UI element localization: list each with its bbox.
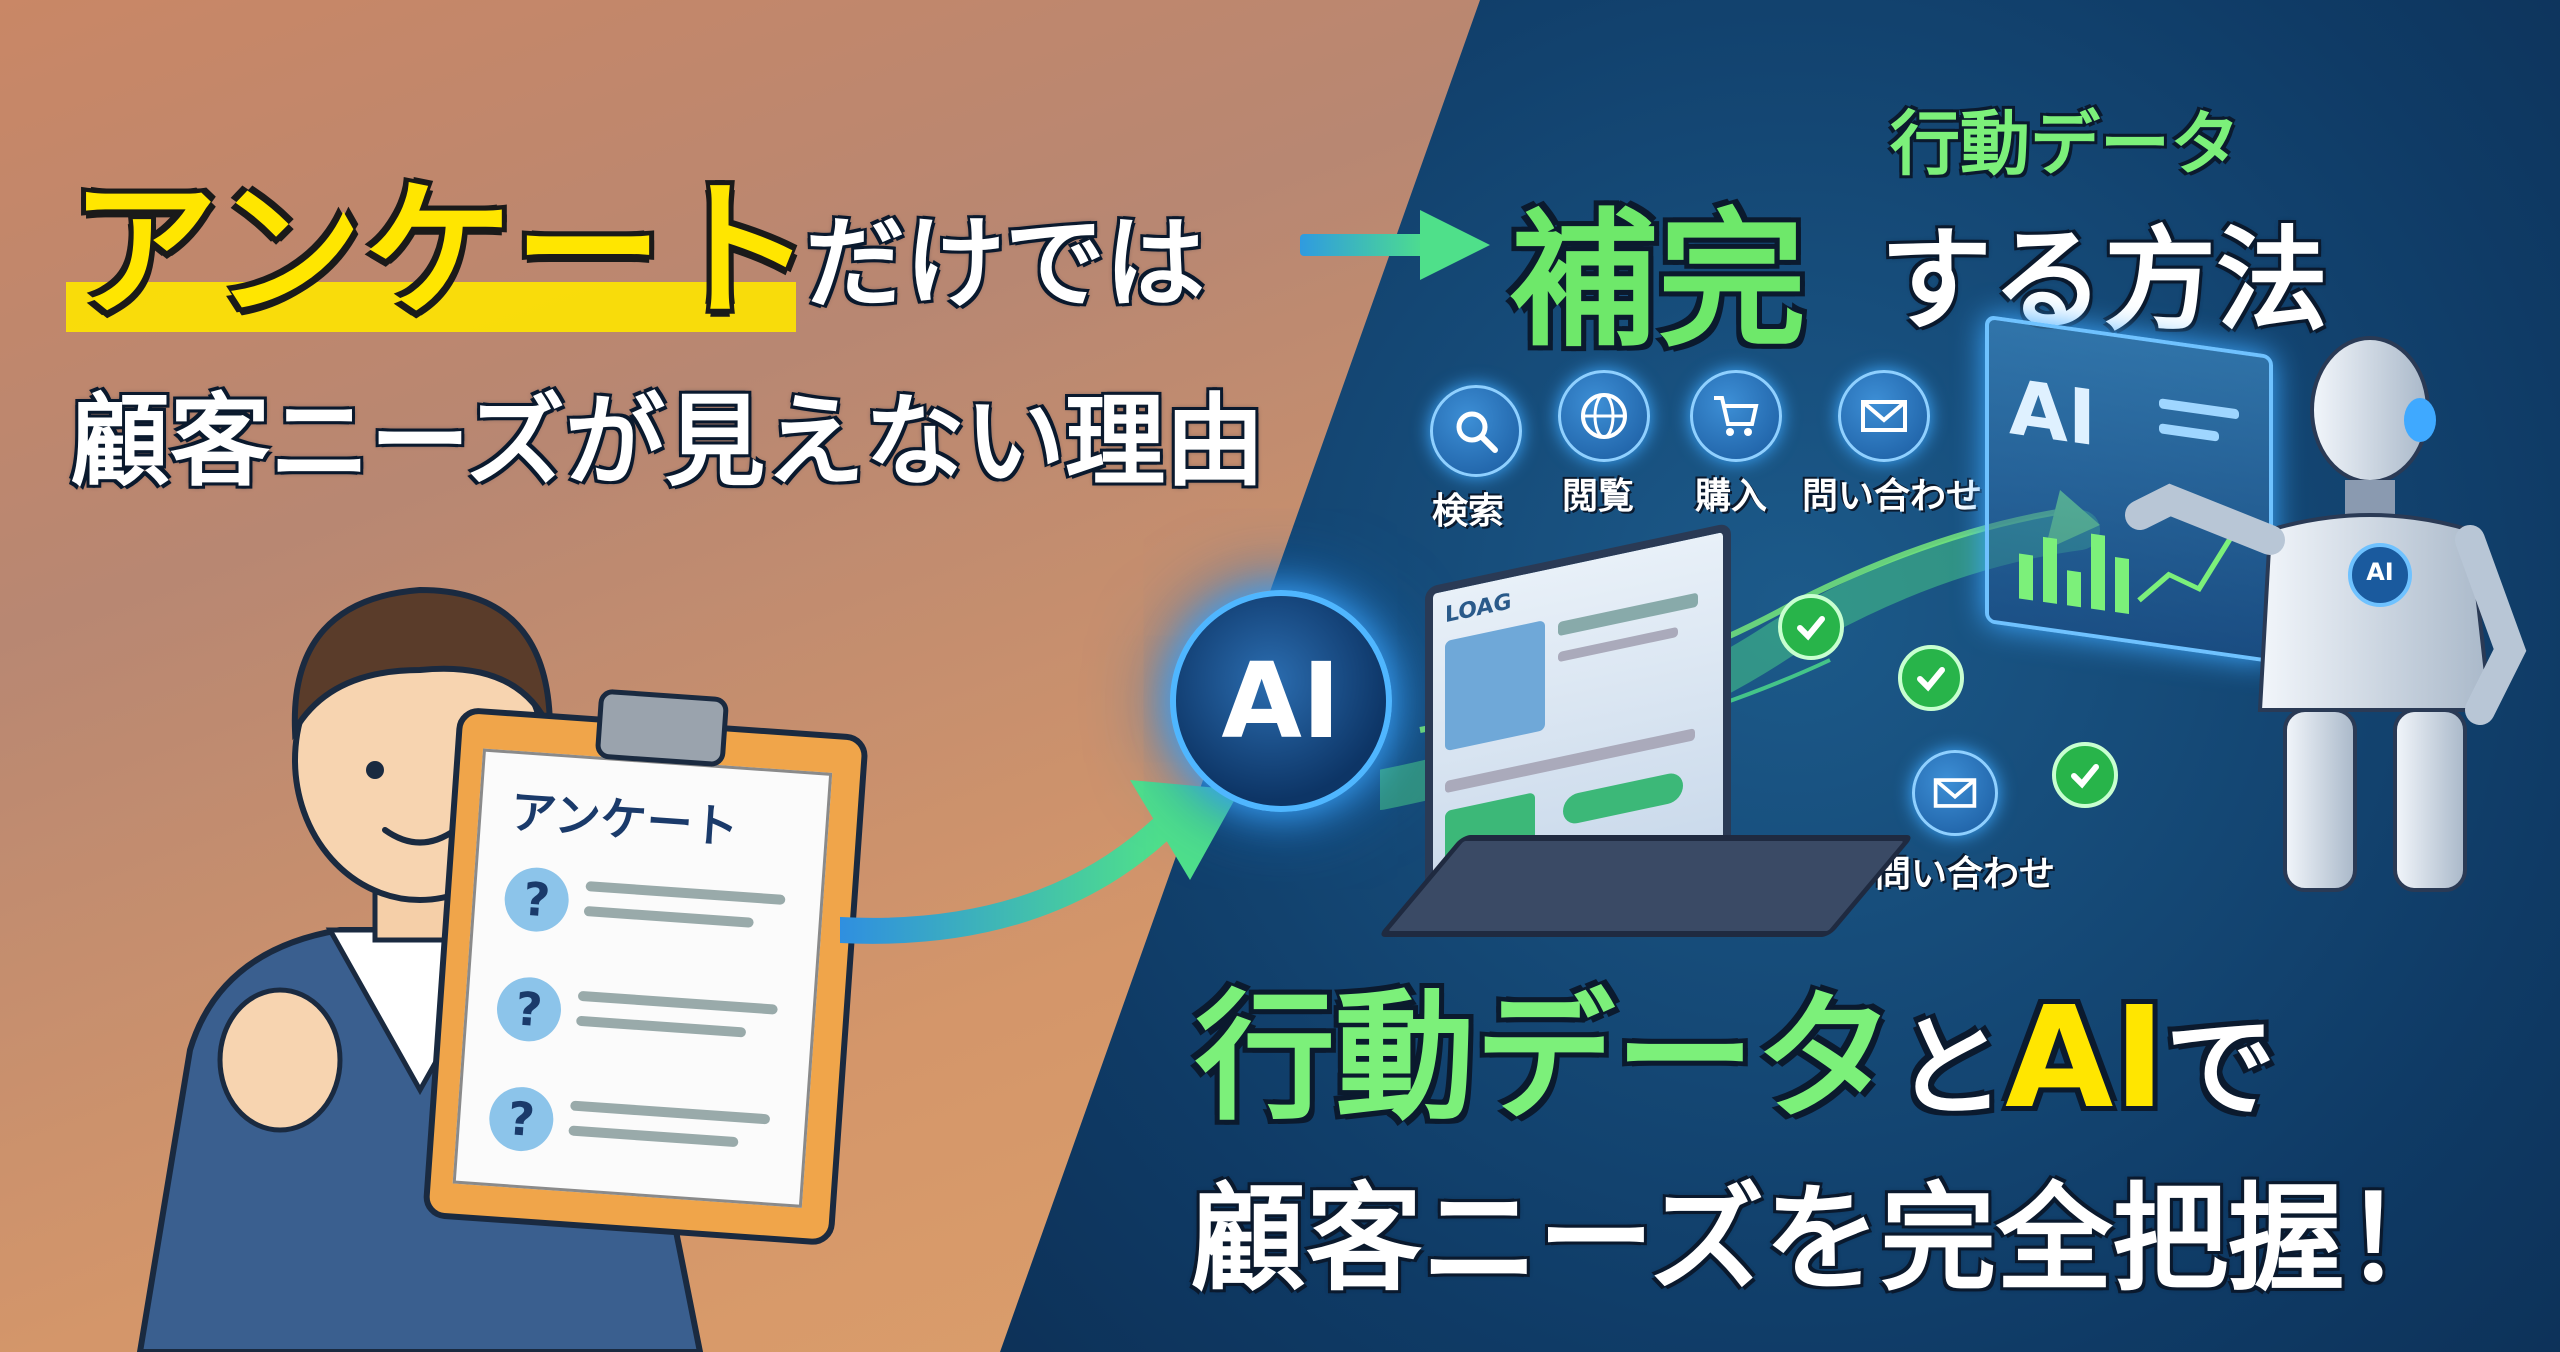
search-icon bbox=[1430, 385, 1522, 477]
flow-label-purchase: 購入 bbox=[1695, 476, 1768, 517]
highlight-bar bbox=[66, 282, 796, 332]
ai-dashboard-panel: AI bbox=[1985, 314, 2273, 664]
bottom-particle-de: で bbox=[2165, 1004, 2276, 1132]
flow-label-search: 検索 bbox=[1432, 491, 1505, 532]
bottom-keyword-ai: AI bbox=[2005, 977, 2166, 1140]
cart-icon bbox=[1690, 370, 1782, 462]
checkmark-icon bbox=[1898, 645, 1964, 711]
headline-method: する方法 bbox=[1880, 216, 2328, 346]
bottom-headline-line1: 行動データとAIで bbox=[1195, 945, 2275, 1147]
headline-subtitle: 顧客ニーズが見えない理由 bbox=[70, 383, 1265, 500]
bar-chart-icon bbox=[2019, 522, 2242, 614]
flow-label-inquiry: 問い合わせ bbox=[1802, 476, 1983, 517]
headline-keyword-hokan: 補完 bbox=[1510, 195, 1806, 367]
headline-keyword-enquete: アンケート bbox=[70, 165, 815, 337]
curved-arrow-icon bbox=[840, 780, 1240, 944]
robot-chest-label: AI bbox=[2366, 558, 2394, 586]
clipboard-clip bbox=[594, 688, 730, 768]
dashboard-ai-label: AI bbox=[2009, 362, 2097, 464]
inquiry-label: 問い合わせ bbox=[1875, 854, 2056, 895]
ai-orb: AI bbox=[1170, 590, 1392, 812]
ai-orb-label: AI bbox=[1221, 640, 1341, 762]
headline-ruby: 行動データ bbox=[1890, 103, 2240, 185]
arrow-right-icon bbox=[1300, 210, 1490, 280]
bottom-headline-line2: 顧客ニーズを完全把握！ bbox=[1190, 1172, 2461, 1307]
mail-icon bbox=[1838, 370, 1930, 462]
flow-label-browse: 閲覧 bbox=[1562, 476, 1635, 517]
globe-icon bbox=[1558, 370, 1650, 462]
bottom-keyword-behavior: 行動データ bbox=[1195, 977, 1896, 1140]
checkmark-icon bbox=[2052, 742, 2118, 808]
mail-icon bbox=[1912, 750, 1998, 836]
laptop-base bbox=[1377, 835, 1915, 937]
robot-illustration bbox=[2125, 336, 2527, 892]
clipboard: アンケート ? ? ? bbox=[422, 688, 869, 1247]
headline-suffix: だけでは bbox=[805, 205, 1205, 322]
laptop-logo: LOAG bbox=[1445, 589, 1512, 629]
bottom-particle-to: と bbox=[1895, 1004, 2006, 1132]
checkmark-icon bbox=[1778, 594, 1844, 660]
